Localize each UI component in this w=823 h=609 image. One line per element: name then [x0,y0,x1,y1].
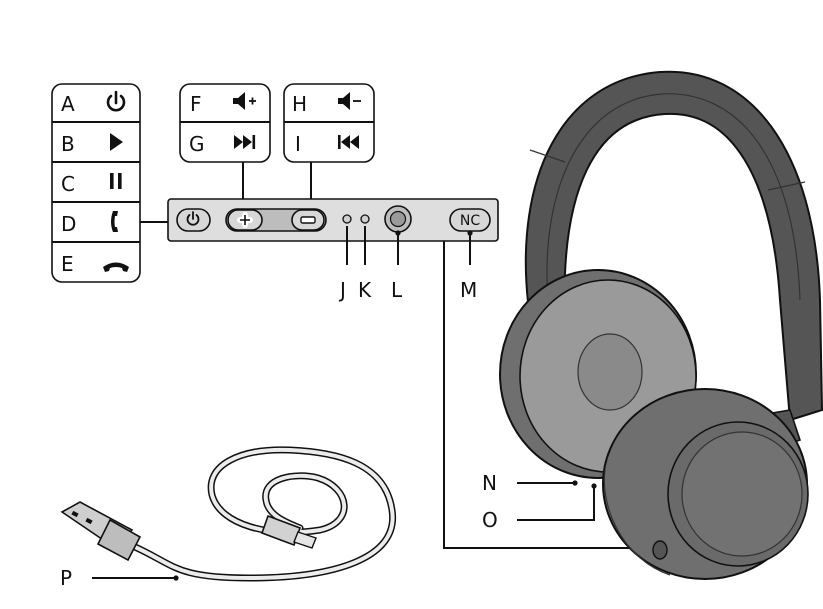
volume-rocker[interactable] [225,208,327,232]
play-icon [110,133,123,151]
callout-p: P [60,566,72,590]
headband [524,70,823,422]
end-call-icon [103,262,129,272]
answer-call-icon [111,211,118,232]
legend-power-group: A B C D E [51,83,141,283]
control-panel-strip [167,198,499,242]
legend-letter-b: B [61,132,75,156]
usb-cable [60,446,397,582]
legend-letter-c: C [61,172,75,196]
callout-o: O [482,508,498,532]
usb-a-connector [60,501,142,562]
callout-n: N [482,471,497,495]
led-indicator-k [360,214,370,224]
callout-l: L [391,278,403,302]
power-icon [106,90,126,112]
volume-down-icon [338,92,361,110]
legend-letter-g: G [189,132,205,156]
legend-minus-group: H I [283,83,375,163]
legend-letter-d: D [61,212,76,236]
nc-button[interactable]: NC [449,208,491,232]
legend-power-box [51,83,141,283]
callout-j: J [338,278,346,302]
control-panel: NC [167,198,499,242]
power-button[interactable] [176,208,211,232]
power-icon [186,214,200,226]
previous-track-icon [338,135,359,149]
next-track-icon [234,135,256,149]
minus-icon [300,216,316,224]
headphones-illustration [499,70,823,580]
nc-button-label: NC [460,213,480,229]
legend-letter-f: F [190,92,202,116]
usb-c-connector [260,514,317,549]
led-indicator-j [342,214,352,224]
pause-icon [110,173,122,189]
volume-up-icon [233,92,256,110]
legend-plus-group: F G [179,83,271,163]
usb-port [652,540,668,560]
audio-jack [384,205,412,233]
legend-letter-a: A [61,92,75,116]
callout-m: M [460,278,477,302]
callout-k: K [358,278,372,302]
connector-panel-to-earcup [443,241,640,549]
legend-letter-h: H [292,92,307,116]
legend-letter-e: E [61,252,74,276]
legend-letter-i: I [295,132,301,156]
